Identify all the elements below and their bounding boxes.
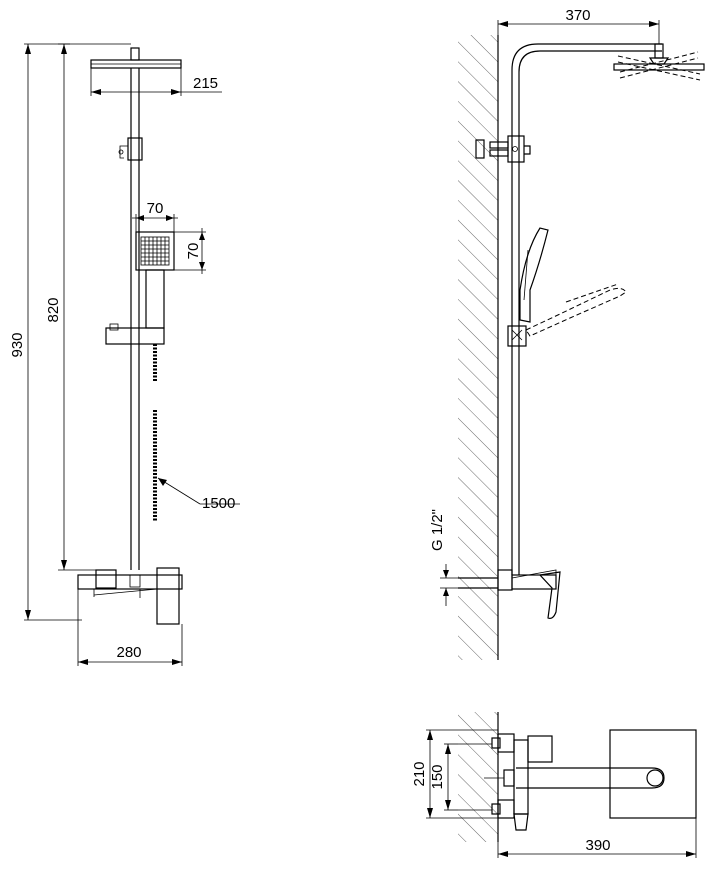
dim-370-label: 370 bbox=[565, 7, 590, 24]
dim-215: 215 bbox=[90, 68, 222, 96]
side-wall bbox=[458, 35, 499, 660]
dim-820-label: 820 bbox=[45, 297, 62, 322]
dim-280-label: 280 bbox=[116, 644, 141, 661]
front-rail bbox=[118, 68, 143, 570]
dim-210: 210 bbox=[411, 729, 498, 819]
top-arm bbox=[516, 767, 665, 789]
dim-70v-label: 70 bbox=[185, 243, 202, 260]
dim-210-label: 210 bbox=[411, 761, 428, 786]
dim-930-label: 930 bbox=[9, 332, 26, 357]
dim-820: 820 bbox=[45, 43, 96, 571]
front-mixer bbox=[77, 567, 183, 625]
top-mixer bbox=[458, 733, 553, 831]
dim-70-horizontal: 70 bbox=[132, 200, 178, 232]
front-hand-shower bbox=[105, 231, 175, 345]
side-view: G 1/2" 370 bbox=[429, 7, 705, 660]
dim-thread: G 1/2" bbox=[429, 509, 458, 606]
dim-150-label: 150 bbox=[429, 764, 446, 789]
dim-390: 390 bbox=[497, 818, 697, 858]
dim-390-label: 390 bbox=[585, 837, 610, 854]
side-upper-bracket bbox=[475, 135, 531, 163]
top-shower-head bbox=[609, 729, 697, 819]
dim-70-vertical: 70 bbox=[174, 228, 206, 274]
dim-thread-label: G 1/2" bbox=[429, 509, 446, 551]
front-shower-head bbox=[90, 47, 182, 69]
front-view: 930 820 215 70 bbox=[9, 43, 240, 666]
top-view: 210 150 390 bbox=[411, 712, 697, 858]
dim-1500-label: 1500 bbox=[202, 495, 235, 512]
dim-70h-label: 70 bbox=[147, 200, 164, 217]
dim-150: 150 bbox=[429, 743, 458, 811]
dim-370: 370 bbox=[497, 7, 660, 44]
side-rail-arm bbox=[511, 43, 705, 575]
dim-930: 930 bbox=[9, 43, 131, 621]
side-hand-shower bbox=[507, 227, 627, 347]
dim-280: 280 bbox=[77, 589, 183, 666]
top-wall bbox=[458, 712, 499, 842]
dim-215-label: 215 bbox=[193, 75, 218, 92]
dim-1500: 1500 bbox=[157, 477, 240, 512]
side-mixer bbox=[458, 569, 561, 619]
